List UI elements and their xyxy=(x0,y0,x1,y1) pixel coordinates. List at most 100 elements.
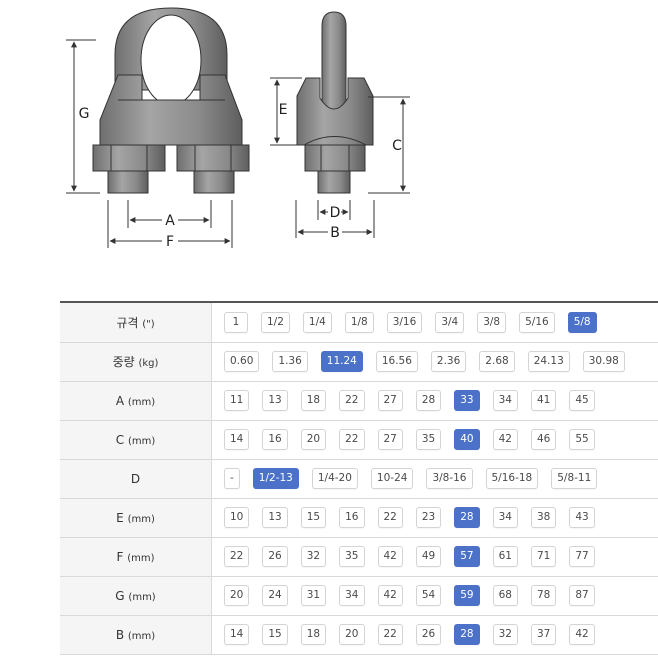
option-chip[interactable]: 27 xyxy=(377,429,403,450)
option-chip[interactable]: 24 xyxy=(262,585,288,606)
option-chip[interactable]: 10 xyxy=(224,507,250,528)
option-chip[interactable]: 18 xyxy=(300,624,327,645)
option-chip[interactable]: 16.56 xyxy=(375,351,418,372)
option-chip-group: 10 13 15 16 22 23 28 34 38 43 xyxy=(224,499,658,537)
option-chip[interactable]: 13 xyxy=(262,507,288,528)
option-chip-selected[interactable]: 40 xyxy=(454,429,480,450)
option-cell: 14 16 20 22 27 35 40 42 46 55 xyxy=(212,420,658,459)
option-chip[interactable]: 61 xyxy=(492,546,518,567)
option-chip[interactable]: 37 xyxy=(531,624,557,645)
option-chip[interactable]: 31 xyxy=(300,585,327,606)
option-chip[interactable]: 34 xyxy=(492,390,518,411)
option-chip[interactable]: 27 xyxy=(377,390,403,411)
option-chip[interactable]: 49 xyxy=(415,546,442,567)
option-chip[interactable]: 77 xyxy=(569,546,595,567)
option-chip[interactable]: 23 xyxy=(415,507,442,528)
option-chip[interactable]: 30.98 xyxy=(582,351,625,372)
option-chip[interactable]: 20 xyxy=(300,429,327,450)
option-chip[interactable]: 14 xyxy=(224,429,250,450)
option-chip[interactable]: 1/8 xyxy=(344,311,374,333)
option-chip[interactable]: 3/16 xyxy=(386,311,423,333)
option-chip[interactable]: 42 xyxy=(377,546,403,567)
option-chip[interactable]: 22 xyxy=(339,390,365,411)
option-chip[interactable]: 18 xyxy=(300,390,327,411)
option-chip[interactable]: 42 xyxy=(377,585,403,606)
option-chip[interactable]: 13 xyxy=(262,390,288,411)
option-chip[interactable]: 15 xyxy=(300,507,327,528)
option-chip[interactable]: 78 xyxy=(531,585,557,606)
option-chip-selected[interactable]: 33 xyxy=(454,390,480,411)
row-header: G (mm) xyxy=(60,576,212,615)
option-chip[interactable]: 1/4 xyxy=(302,311,332,333)
option-chip[interactable]: 15 xyxy=(262,624,288,645)
option-chip[interactable]: 71 xyxy=(531,546,557,567)
option-chip[interactable]: 45 xyxy=(569,390,595,411)
option-cell: 0.60 1.36 11.24 16.56 2.36 2.68 24.13 30.98 xyxy=(212,342,658,381)
option-chip-selected[interactable]: 28 xyxy=(454,624,480,645)
option-chip[interactable]: 16 xyxy=(339,507,365,528)
option-chip[interactable]: 34 xyxy=(339,585,365,606)
option-chip-selected[interactable]: 28 xyxy=(454,507,480,528)
option-cell: 22 26 32 35 42 49 57 61 71 77 xyxy=(212,537,658,576)
option-chip[interactable]: 34 xyxy=(492,507,518,528)
option-chip[interactable]: 5/16-18 xyxy=(485,468,539,489)
option-chip[interactable]: 35 xyxy=(339,546,365,567)
spec-row-5: D-1/2-13 1/4-20 10-24 3/8-16 5/16-18 5/8-11 xyxy=(60,459,658,498)
option-chip[interactable]: 38 xyxy=(531,507,557,528)
option-chip[interactable]: 1/2 xyxy=(261,311,290,333)
option-chip[interactable]: - xyxy=(224,468,240,489)
clip-front-view: KBC xyxy=(92,7,250,194)
option-chip-selected[interactable]: 59 xyxy=(454,585,480,606)
option-chip[interactable]: 54 xyxy=(415,585,442,606)
option-chip-selected[interactable]: 57 xyxy=(454,546,480,567)
option-chip-group: 14 16 20 22 27 35 40 42 46 55 xyxy=(224,421,658,459)
option-chip[interactable]: 5/8-11 xyxy=(551,468,598,489)
option-chip[interactable]: 11 xyxy=(224,390,250,411)
option-chip[interactable]: 1.36 xyxy=(272,351,308,372)
option-chip-selected[interactable]: 11.24 xyxy=(320,351,363,372)
option-chip[interactable]: 32 xyxy=(300,546,327,567)
row-unit: (mm) xyxy=(127,630,156,642)
row-label: 중량 xyxy=(112,355,135,369)
option-chip[interactable]: 42 xyxy=(492,429,518,450)
option-chip[interactable]: 3/4 xyxy=(435,311,465,333)
option-chip[interactable]: 46 xyxy=(531,429,557,450)
option-chip[interactable]: 26 xyxy=(415,624,442,645)
option-chip[interactable]: 3/8 xyxy=(477,311,507,333)
option-chip[interactable]: 22 xyxy=(377,507,403,528)
row-header: D xyxy=(60,459,212,498)
option-chip[interactable]: 28 xyxy=(415,390,442,411)
option-chip[interactable]: 1/4-20 xyxy=(311,468,358,489)
option-chip[interactable]: 3/8-16 xyxy=(426,468,473,489)
option-chip-selected[interactable]: 5/8 xyxy=(567,311,597,333)
option-chip[interactable]: 26 xyxy=(262,546,288,567)
option-chip[interactable]: 41 xyxy=(531,390,557,411)
option-chip[interactable]: 35 xyxy=(415,429,442,450)
option-chip[interactable]: 87 xyxy=(569,585,595,606)
option-chip[interactable]: 2.36 xyxy=(430,351,467,372)
option-chip[interactable]: 22 xyxy=(339,429,365,450)
dimension-label-E: E xyxy=(279,102,288,118)
option-chip[interactable]: 24.13 xyxy=(527,351,570,372)
option-chip[interactable]: 55 xyxy=(569,429,595,450)
option-chip[interactable]: 10-24 xyxy=(370,468,414,489)
option-chip[interactable]: 20 xyxy=(224,585,250,606)
option-chip[interactable]: 22 xyxy=(377,624,403,645)
option-chip[interactable]: 32 xyxy=(492,624,518,645)
option-chip[interactable]: 22 xyxy=(224,546,250,567)
option-chip-group: 1 1/2 1/4 1/8 3/16 3/4 3/8 5/16 5/8 xyxy=(224,303,658,341)
option-chip[interactable]: 5/16 xyxy=(519,311,555,333)
row-label: E xyxy=(116,510,124,525)
option-chip[interactable]: 68 xyxy=(492,585,518,606)
option-chip[interactable]: 1 xyxy=(224,311,248,333)
option-chip[interactable]: 42 xyxy=(569,624,595,645)
option-chip[interactable]: 16 xyxy=(262,429,288,450)
option-chip[interactable]: 43 xyxy=(569,507,595,528)
option-chip-selected[interactable]: 1/2-13 xyxy=(252,468,299,489)
option-chip[interactable]: 0.60 xyxy=(224,351,260,372)
option-chip[interactable]: 20 xyxy=(339,624,365,645)
row-label: C xyxy=(115,432,125,447)
option-chip[interactable]: 14 xyxy=(224,624,250,645)
option-chip[interactable]: 2.68 xyxy=(479,351,515,372)
